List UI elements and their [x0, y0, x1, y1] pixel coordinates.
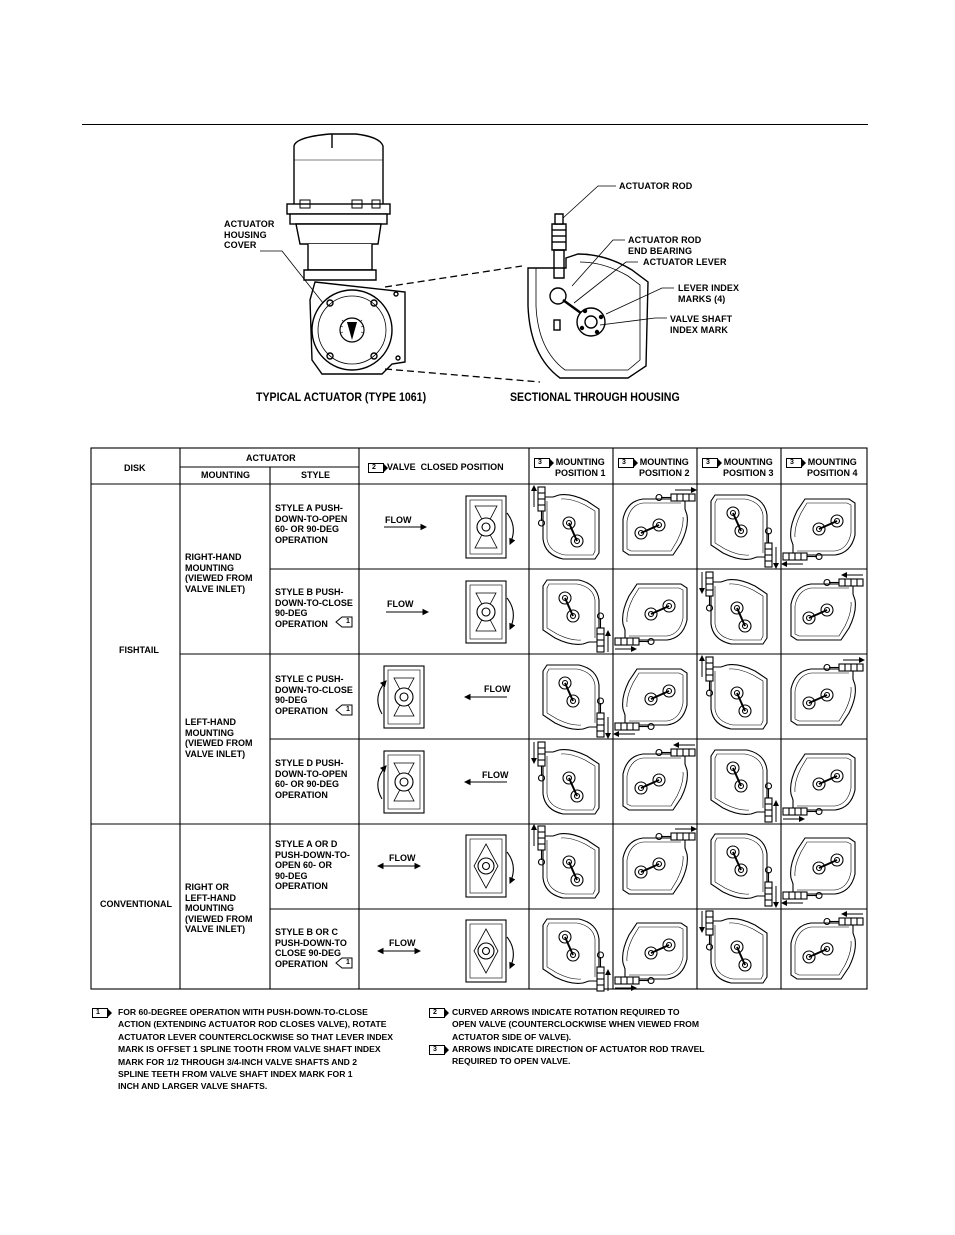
top-rule — [82, 124, 868, 125]
style-a-or-d: STYLE A OR D PUSH-DOWN-TO- OPEN 60- OR 9… — [275, 839, 350, 891]
mounting-sketch — [542, 664, 611, 739]
flow-label: FLOW — [387, 599, 414, 609]
valve-disk-view — [376, 919, 516, 983]
note-1-marker-number: 1 — [346, 706, 350, 713]
flow-label: FLOW — [482, 770, 509, 780]
note-2-marker: 2 — [368, 462, 388, 473]
mounting-sketch — [614, 583, 688, 652]
caption-typical-actuator: TYPICAL ACTUATOR (TYPE 1061) — [256, 392, 427, 404]
header-disk: DISK — [124, 463, 146, 473]
header-actuator: ACTUATOR — [246, 453, 296, 463]
header-mounting: MOUNTING — [201, 470, 250, 480]
note-2-text-line1: CURVED ARROWS INDICATE ROTATION REQUIRED… — [452, 1007, 699, 1042]
mounting-sketch — [614, 922, 688, 991]
note-1-marker — [335, 957, 353, 969]
actuator-figure — [260, 133, 674, 383]
mounting-sketch — [542, 918, 611, 992]
mounting-sketch — [790, 572, 864, 641]
header-pos3-label: MOUNTING POSITION 3 — [723, 457, 774, 478]
note-1-marker — [335, 704, 353, 716]
style-b: STYLE B PUSH- DOWN-TO-CLOSE 90-DEG OPERA… — [275, 587, 353, 629]
mounting-left-hand: LEFT-HAND MOUNTING (VIEWED FROM VALVE IN… — [185, 717, 253, 759]
header-pos1: 3 — [534, 457, 554, 468]
disk-fishtail: FISHTAIL — [119, 645, 159, 655]
label-valve-shaft-index-mark: VALVE SHAFT INDEX MARK — [670, 314, 733, 335]
valve-disk-view — [384, 495, 516, 559]
note-1-marker-number: 1 — [346, 959, 350, 966]
header-pos3: 3 — [702, 457, 722, 468]
mounting-sketch — [622, 487, 697, 556]
section-housing — [527, 253, 649, 379]
label-actuator-rod-end-bearing: ACTUATOR ROD END BEARING — [628, 235, 702, 256]
mounting-sketch — [781, 837, 856, 906]
label-actuator-rod: ACTUATOR ROD — [619, 181, 693, 191]
style-c: STYLE C PUSH- DOWN-TO-CLOSE 90-DEG OPERA… — [275, 674, 353, 716]
mounting-sketch — [710, 833, 779, 908]
header-pos4: 3 — [786, 457, 806, 468]
style-b-or-c: STYLE B OR C PUSH-DOWN-TO CLOSE 90-DEG O… — [275, 927, 347, 969]
mounting-right-or-left: RIGHT OR LEFT-HAND MOUNTING (VIEWED FROM… — [185, 882, 253, 934]
mounting-sketch — [622, 826, 697, 895]
note-1-text: FOR 60-DEGREE OPERATION WITH PUSH-DOWN-T… — [118, 1007, 394, 1092]
mounting-sketch — [790, 657, 865, 726]
mounting-right-hand: RIGHT-HAND MOUNTING (VIEWED FROM VALVE I… — [185, 552, 253, 594]
caption-sectional-housing: SECTIONAL THROUGH HOUSING — [510, 392, 680, 404]
mounting-sketch — [699, 571, 768, 645]
header-pos2: 3 — [618, 457, 638, 468]
mounting-sketch — [531, 741, 600, 815]
label-actuator-lever: ACTUATOR LEVER — [643, 257, 727, 267]
label-lever-index-marks: LEVER INDEX MARKS (4) — [678, 283, 740, 304]
mounting-sketch — [790, 911, 864, 980]
style-d: STYLE D PUSH- DOWN-TO-OPEN 60- OR 90-DEG… — [275, 758, 348, 800]
flow-label: FLOW — [385, 515, 412, 525]
mounting-sketch — [710, 494, 779, 569]
note-1-marker — [335, 616, 353, 628]
actuator-yoke — [295, 223, 382, 245]
note-1: 1 — [92, 1006, 112, 1018]
style-a: STYLE A PUSH- DOWN-TO-OPEN 60- OR 90-DEG… — [275, 503, 348, 545]
mounting-sketch — [613, 668, 688, 737]
valve-disk-view — [386, 580, 516, 644]
note-1-marker-number: 1 — [346, 618, 350, 625]
valve-disk-view — [376, 834, 516, 898]
mounting-sketch — [531, 824, 600, 899]
flow-label: FLOW — [389, 853, 416, 863]
header-pos4-label: MOUNTING POSITION 4 — [807, 457, 858, 478]
note-2: 2 — [429, 1006, 449, 1018]
mounting-sketch — [781, 498, 856, 567]
disk-conventional: CONVENTIONAL — [100, 899, 172, 909]
mounting-sketch — [699, 655, 768, 730]
note-3-text: ARROWS INDICATE DIRECTION OF ACTUATOR RO… — [452, 1044, 705, 1067]
valve-shaft — [576, 307, 606, 337]
header-pos2-label: MOUNTING POSITION 2 — [639, 457, 690, 478]
mounting-sketch — [710, 749, 779, 823]
mounting-sketch — [542, 579, 611, 653]
flow-label: FLOW — [484, 684, 511, 694]
header-style: STYLE — [301, 470, 331, 480]
actuator-casing — [293, 133, 384, 207]
valve-disk-view — [377, 665, 507, 729]
rod-end-bearing — [549, 287, 567, 305]
mounting-sketch — [782, 753, 856, 822]
header-pos1-label: MOUNTING POSITION 1 — [555, 457, 606, 478]
valve-disk-view — [377, 750, 507, 814]
label-actuator-housing-cover: ACTUATOR HOUSING COVER — [224, 219, 275, 250]
note-3: 3 — [429, 1043, 449, 1055]
mounting-sketch — [531, 485, 600, 560]
mounting-sketch — [622, 742, 696, 811]
flow-label: FLOW — [389, 938, 416, 948]
mounting-sketch — [699, 910, 768, 984]
